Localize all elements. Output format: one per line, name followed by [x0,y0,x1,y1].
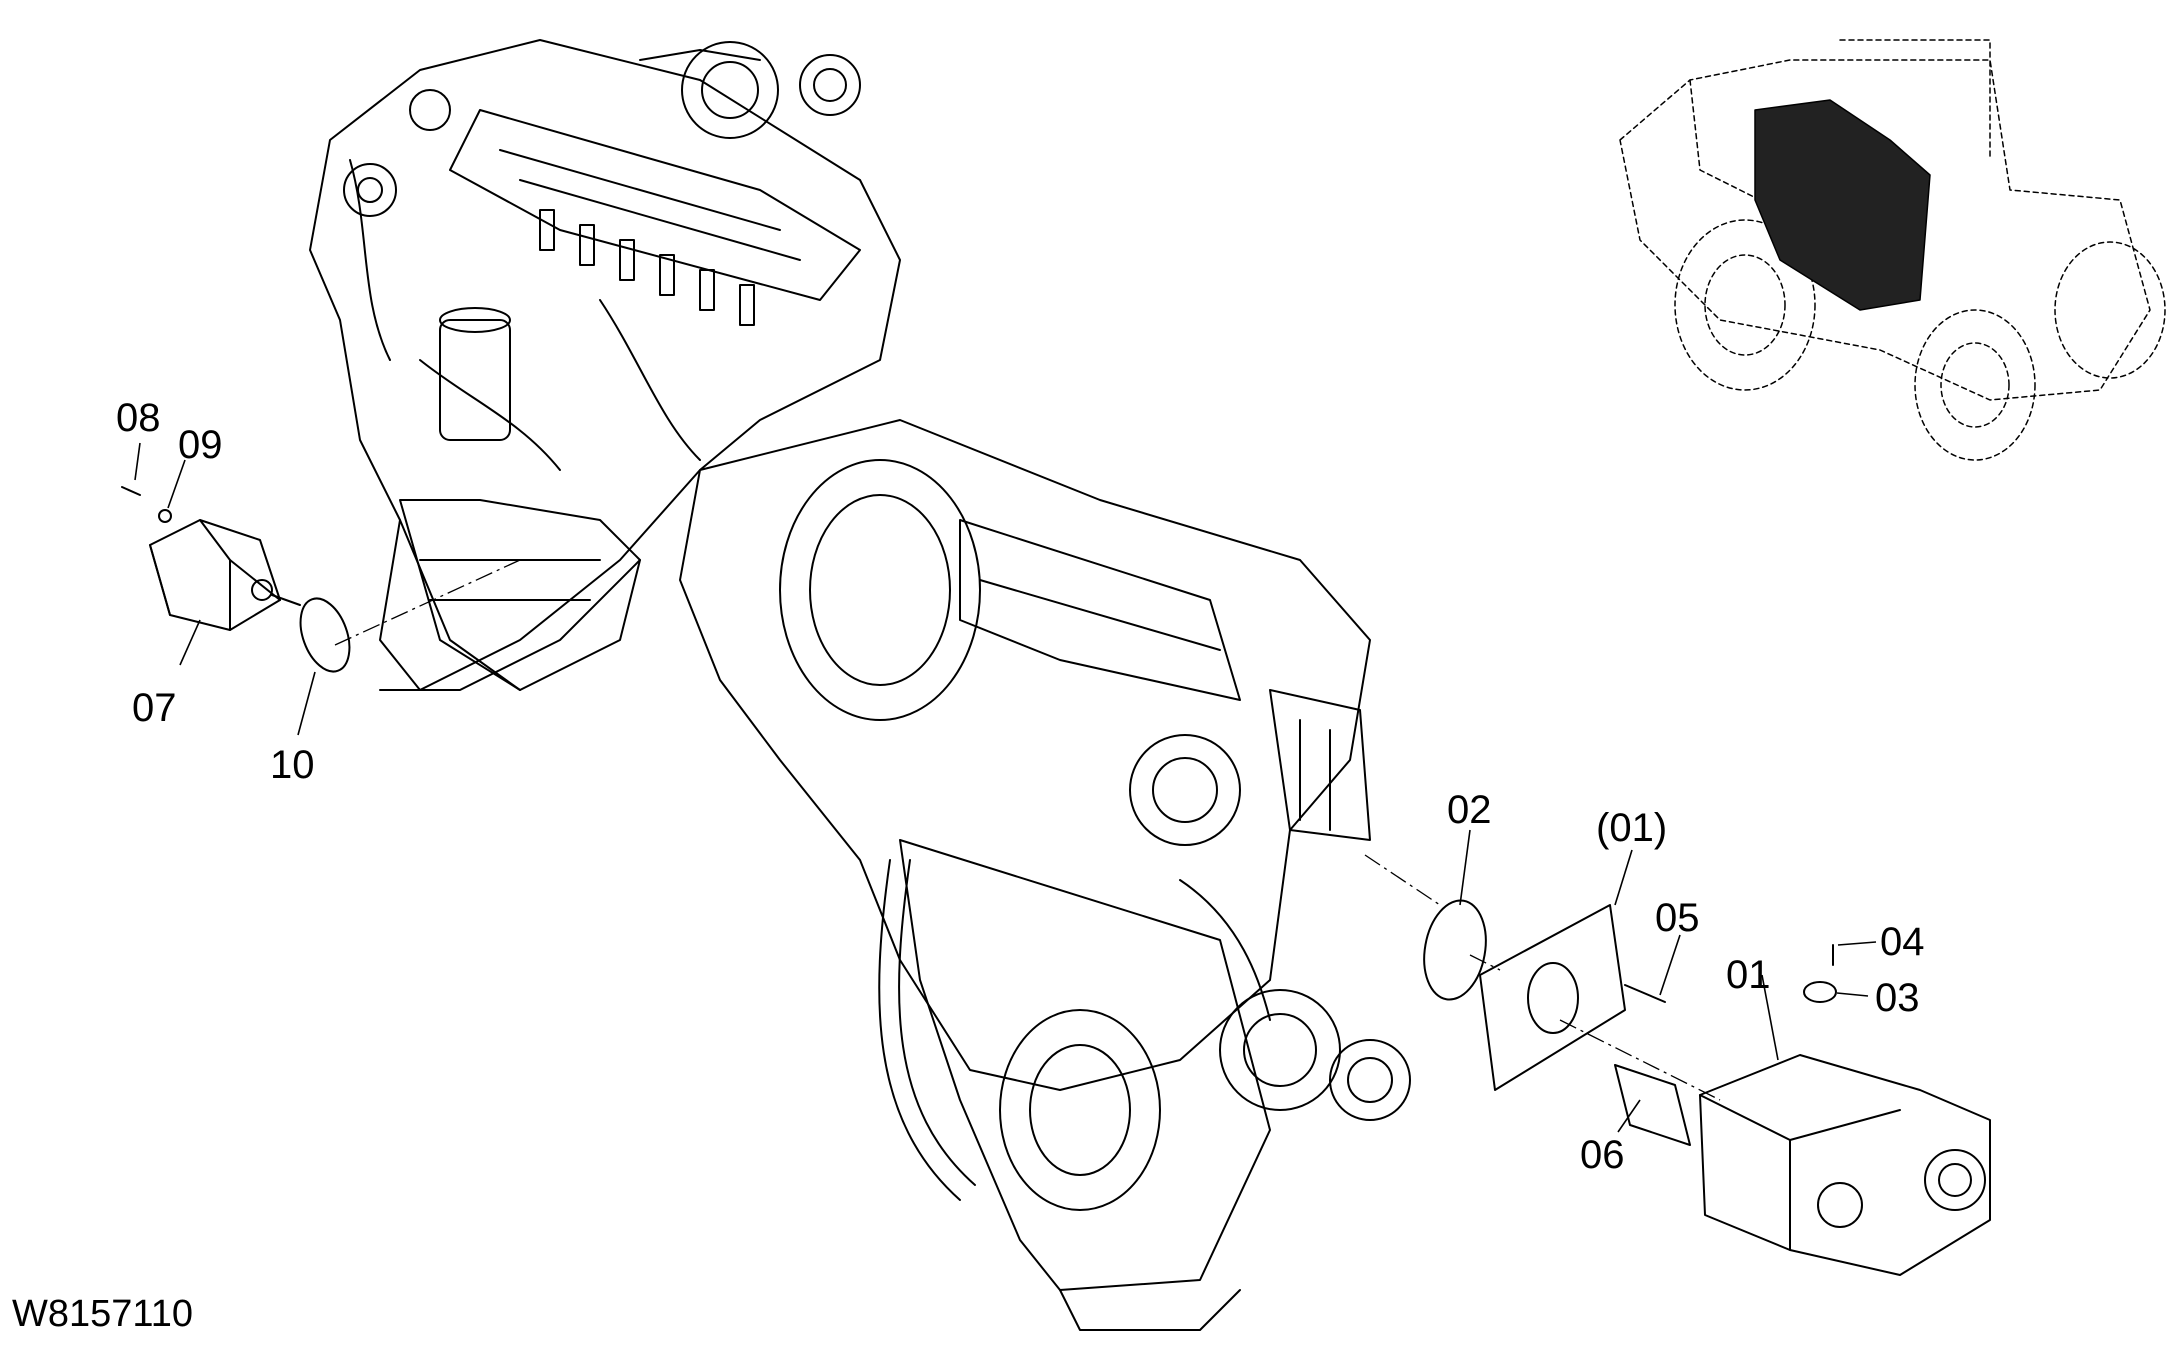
callout-08: 08 [116,396,161,440]
callout-05: 05 [1655,896,1700,940]
o-ring-02-illustration [1423,899,1487,1001]
leader-05 [1659,934,1681,996]
callout-07: 07 [132,686,177,730]
leader-06 [1617,1099,1641,1133]
plate-01-illustration [1479,904,1626,1091]
locator-highlight [1754,99,1931,311]
pump-01-illustration [1699,1054,1991,1276]
callout-02: 02 [1447,788,1492,832]
leader-07 [179,619,201,666]
pump-07-illustration [149,519,301,631]
callout-10: 10 [270,743,315,787]
callout-09: 09 [178,423,223,467]
sleeve-06-illustration [1614,1064,1691,1146]
machine-locator-illustration [1619,39,2166,461]
nut-03-illustration [1803,981,1837,1003]
engine-illustration [309,39,901,691]
callout-04: 04 [1880,920,1925,964]
leader-10 [297,671,316,736]
leader-01-assembly [1614,849,1633,906]
transmission-illustration [679,419,1411,1331]
plate-opening [1527,962,1579,1034]
bolt-05-illustration [1624,984,1666,1003]
alignment-lines [334,559,1721,1101]
callout-06: 06 [1580,1133,1625,1177]
bolt-08-illustration [121,486,141,496]
washer-09-illustration [158,509,172,523]
leader-08 [134,442,141,481]
leader-04 [1837,941,1877,946]
leader-02 [1459,829,1471,906]
leader-01 [1761,974,1779,1061]
callout-01: 01 [1726,953,1771,997]
drawing-number: W8157110 [12,1293,193,1335]
callout-01-assembly: (01) [1596,806,1668,850]
callout-03: 03 [1875,976,1920,1020]
leader-09 [167,459,186,509]
gasket-10-illustration [299,597,351,673]
leader-03 [1836,992,1869,997]
